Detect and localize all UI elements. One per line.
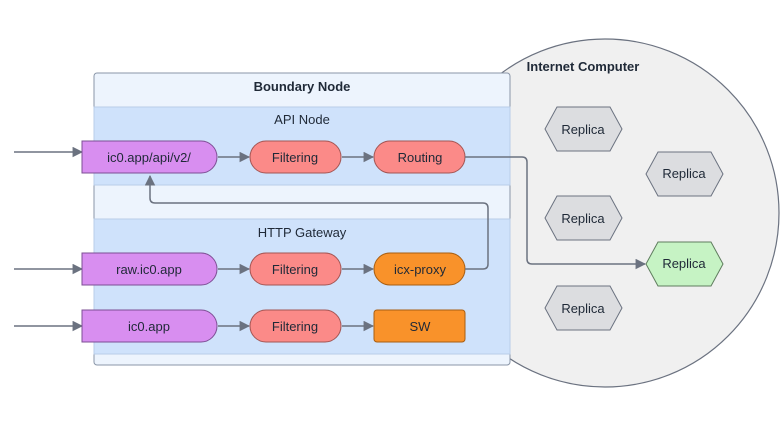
raw-entry-node xyxy=(81,252,218,286)
raw-filtering-node xyxy=(249,252,342,286)
replica-2-label: Replica xyxy=(662,166,706,181)
raw-filtering-label: Filtering xyxy=(272,262,318,277)
boundary-node-title: Boundary Node xyxy=(254,79,351,94)
sw-node xyxy=(373,309,466,343)
replica-5 xyxy=(544,285,623,331)
replica-2 xyxy=(645,151,724,197)
ic0-entry-label: ic0.app xyxy=(128,319,170,334)
replica-4-label: Replica xyxy=(662,256,706,271)
icx-proxy-label: icx-proxy xyxy=(394,262,447,277)
api-filtering-node xyxy=(249,140,342,174)
replica-5-label: Replica xyxy=(561,301,605,316)
ic0-filtering-node xyxy=(249,309,342,343)
arrow-proxy-to-api-entry xyxy=(144,174,489,270)
raw-entry-label: raw.ic0.app xyxy=(116,262,182,277)
http-gateway-title: HTTP Gateway xyxy=(258,225,347,240)
api-entry-node xyxy=(81,140,218,174)
internet-computer-title: Internet Computer xyxy=(527,59,640,74)
ic0-entry-node xyxy=(81,309,218,343)
replica-3-label: Replica xyxy=(561,211,605,226)
ic0-filtering-label: Filtering xyxy=(272,319,318,334)
replica-4-highlighted xyxy=(645,241,724,287)
api-node-title: API Node xyxy=(274,112,330,127)
replica-1-label: Replica xyxy=(561,122,605,137)
replica-1 xyxy=(544,106,623,152)
api-entry-label: ic0.app/api/v2/ xyxy=(107,150,191,165)
replica-3 xyxy=(544,195,623,241)
api-filtering-label: Filtering xyxy=(272,150,318,165)
arrow-routing-to-replica xyxy=(465,156,647,270)
sw-label: SW xyxy=(410,319,432,334)
routing-label: Routing xyxy=(398,150,443,165)
